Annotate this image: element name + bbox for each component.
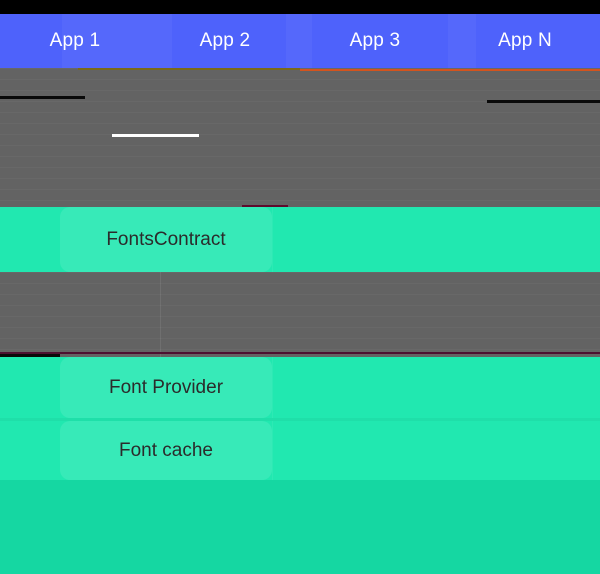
partial-stroke-olive xyxy=(78,68,300,70)
app-tab-n-label: App N xyxy=(498,30,552,51)
layer-card-font-provider[interactable]: Font Provider xyxy=(60,357,272,418)
layer-band-font-cache xyxy=(0,421,600,480)
partial-stroke-white xyxy=(112,134,199,137)
veil-seam-lower xyxy=(160,272,161,357)
layer-card-font-cache[interactable]: Font cache xyxy=(60,421,272,480)
arrow-app1-to-contract xyxy=(84,68,166,207)
arrow-app2b-to-contract xyxy=(257,68,326,207)
arrow-appn-to-contract xyxy=(224,68,469,207)
app-tab-n[interactable]: App N xyxy=(450,14,600,68)
scanline-texture-lower xyxy=(0,272,600,357)
app-tab-3-label: App 3 xyxy=(349,30,401,51)
app-row: App 1 App 2 App 3 App N xyxy=(0,14,600,68)
partial-stroke-black-lower xyxy=(0,354,60,357)
app-tab-1[interactable]: App 1 xyxy=(0,14,150,68)
layer-card-fonts-contract[interactable]: FontsContract xyxy=(60,207,272,272)
partial-stroke-maroon-lower xyxy=(0,352,600,354)
arrow-app2-to-contract xyxy=(171,68,241,207)
app-tab-1-label: App 1 xyxy=(49,30,101,51)
arrow-app3-to-contract xyxy=(204,68,359,207)
arrow-appn2-to-contract xyxy=(419,68,513,207)
unrendered-overlay-lower xyxy=(0,272,600,357)
partial-stroke-orange xyxy=(300,69,600,71)
partial-stroke-black-left xyxy=(0,96,85,99)
partial-stroke-maroon xyxy=(242,205,288,207)
layer-band-fonts-contract xyxy=(0,207,600,272)
app-tab-2-label: App 2 xyxy=(199,30,251,51)
partial-stroke-black-right xyxy=(487,100,600,103)
base-band xyxy=(0,480,600,574)
letterbox-top-bar xyxy=(0,0,600,14)
layer-band-font-provider xyxy=(0,357,600,418)
connector-arrows xyxy=(0,68,600,207)
band-divider-provider-cache xyxy=(0,418,600,421)
layer-label-font-provider: Font Provider xyxy=(108,376,224,398)
layer-label-font-cache: Font cache xyxy=(119,439,213,461)
layer-label-fonts-contract: FontsContract xyxy=(106,228,226,250)
app-tab-3[interactable]: App 3 xyxy=(300,14,450,68)
arrow-edge-to-contract xyxy=(454,119,600,207)
app-tab-2[interactable]: App 2 xyxy=(150,14,300,68)
